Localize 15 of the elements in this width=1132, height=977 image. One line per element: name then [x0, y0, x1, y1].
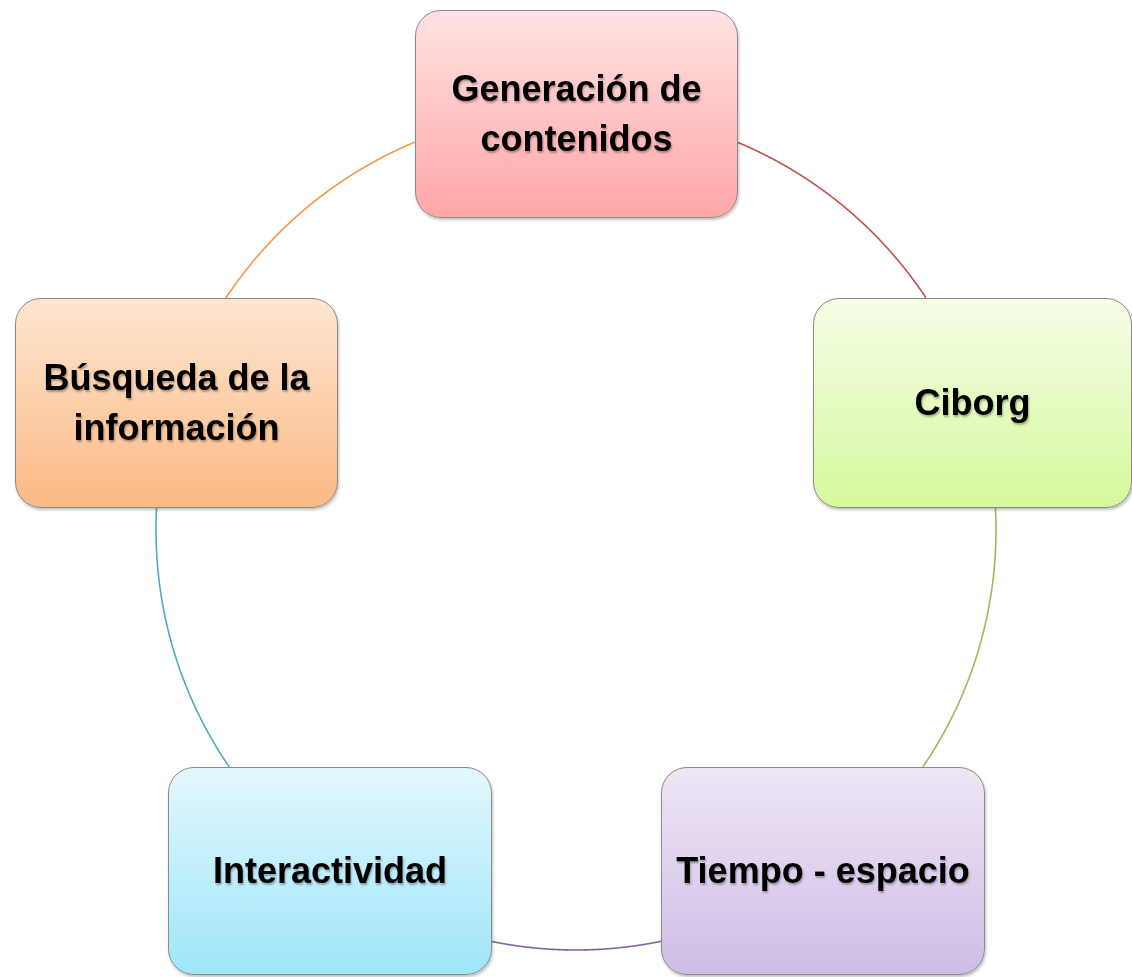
- connector-arc: [491, 940, 662, 951]
- topic-label: Tiempo - espacio: [675, 849, 971, 894]
- topic-label: Generación de contenidos: [450, 67, 703, 161]
- connector-arc: [737, 141, 927, 299]
- topic-box: [813, 298, 1132, 508]
- topic-box: [415, 10, 738, 218]
- topic-box: [15, 298, 338, 508]
- topic-label: Búsqueda de la información: [42, 356, 311, 450]
- topic-label: Ciborg: [913, 381, 1032, 426]
- topic-box: [168, 767, 492, 975]
- connector-arc: [155, 507, 230, 768]
- connector-arc: [922, 507, 997, 768]
- topic-box: [661, 767, 985, 975]
- connector-arc: [225, 141, 416, 299]
- topic-label: Interactividad: [211, 849, 449, 894]
